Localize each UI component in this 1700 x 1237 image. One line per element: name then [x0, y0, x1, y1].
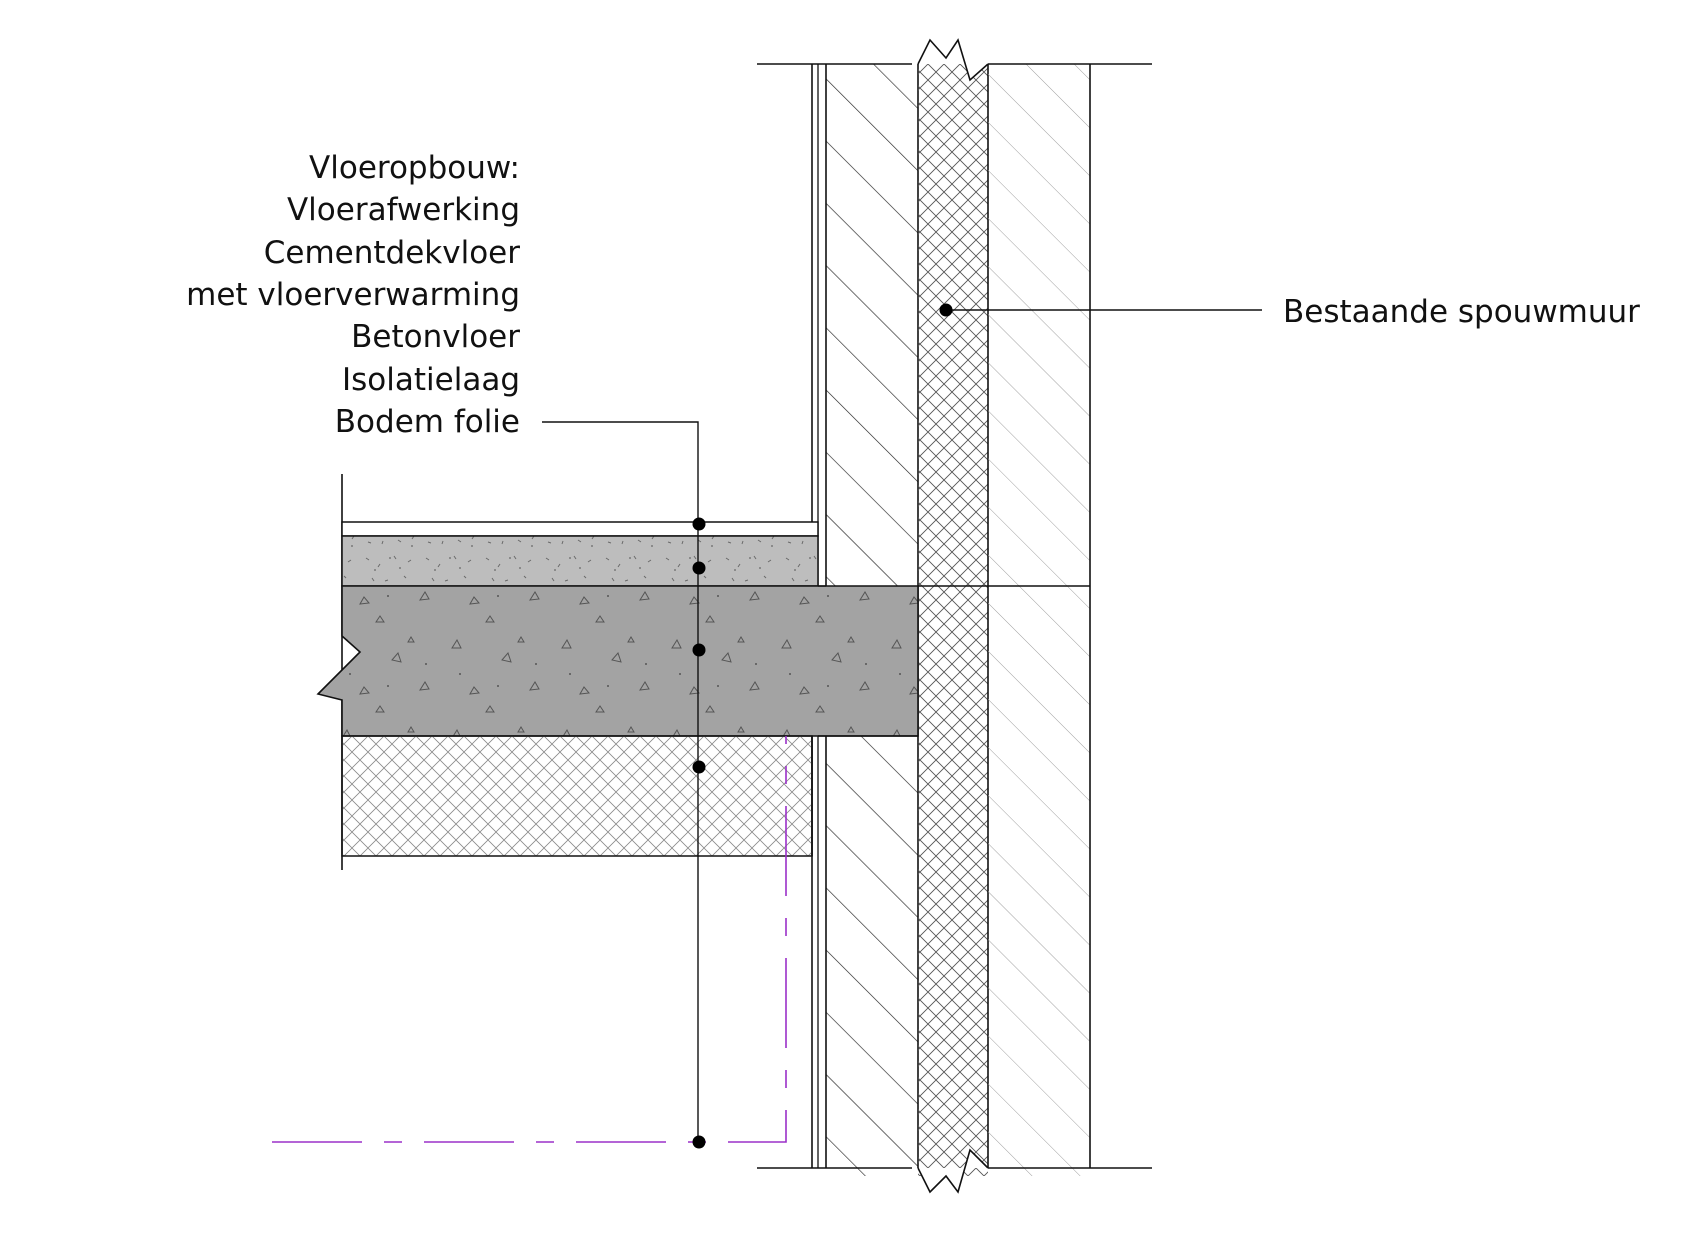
ground-foil	[272, 736, 787, 1143]
floor-build-up	[316, 474, 919, 870]
outer-leaf	[988, 64, 1090, 1176]
concrete-slab	[316, 585, 919, 737]
leader-dot-concrete	[692, 643, 706, 657]
leader-dot-finish	[692, 517, 706, 531]
label-concrete-floor: Betonvloer	[351, 319, 520, 355]
leader-wall	[939, 303, 1262, 317]
screed-layer	[341, 535, 819, 587]
label-insulation-layer: Isolatielaag	[342, 362, 520, 398]
leader-dot-screed	[692, 561, 706, 575]
floor-insulation-layer	[341, 735, 813, 857]
label-existing-cavity-wall: Bestaande spouwmuur	[1283, 294, 1640, 330]
label-screed: Cementdekvloer	[264, 235, 520, 271]
leader-floor	[542, 421, 706, 1149]
break-symbol-top	[917, 38, 989, 82]
cavity-insulation	[918, 64, 988, 1176]
leader-dot-insulation	[692, 760, 706, 774]
label-floor-heading: Vloeropbouw:	[309, 150, 520, 186]
cavity-wall	[757, 38, 1152, 1194]
floor-labels: Vloeropbouw: Vloerafwerking Cementdekvlo…	[186, 150, 520, 440]
leader-dot-wall	[939, 303, 953, 317]
label-floor-finish: Vloerafwerking	[287, 192, 520, 228]
label-underfloor-heating: met vloerverwarming	[186, 277, 520, 313]
floor-finish-layer	[341, 521, 819, 537]
break-symbol-bottom	[917, 1148, 989, 1194]
label-ground-foil: Bodem folie	[335, 404, 520, 440]
leader-dot-foil	[692, 1135, 706, 1149]
